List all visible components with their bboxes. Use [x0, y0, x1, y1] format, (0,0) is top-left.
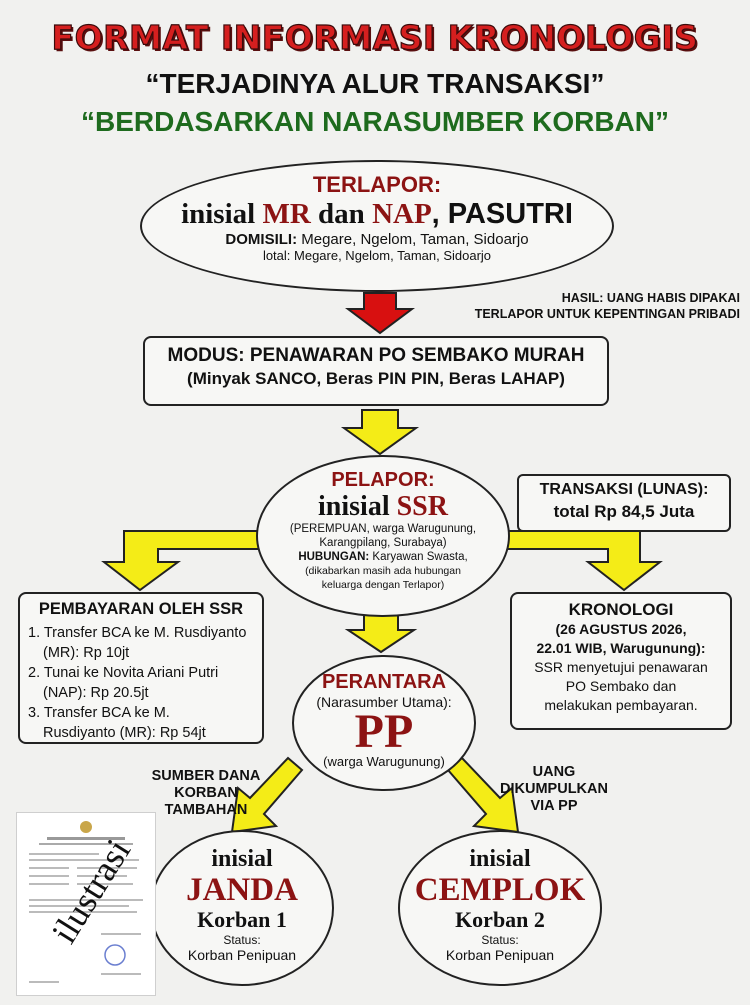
victim-2-label: Korban 2: [455, 907, 545, 932]
victim-2-status: Korban Penipuan: [445, 947, 555, 963]
illustration-document-thumbnail: [16, 812, 156, 996]
transaction-total-box: TRANSAKSI (LUNAS): total Rp 84,5 Juta: [517, 474, 731, 532]
terlapor-initials: inisial MR dan NAP, PASUTRI: [181, 198, 573, 230]
payment-item-1: 1. Transfer BCA ke M. Rusdiyanto (MR): R…: [28, 625, 247, 661]
transaction-label: TRANSAKSI (LUNAS):: [539, 481, 709, 498]
pelapor-heading: PELAPOR:: [331, 469, 435, 491]
payment-box: PEMBAYARAN OLEH SSR 1. Transfer BCA ke M…: [18, 592, 264, 744]
initial-nap: NAP: [372, 198, 432, 230]
yellow-down-arrow-modus: [340, 409, 420, 456]
additional-victim-funds-label: SUMBER DANA KORBAN TAMBAHAN: [151, 768, 261, 818]
perantara-sub: (Narasumber Utama):: [316, 694, 452, 710]
victim-2-name: CEMPLOK: [414, 872, 586, 908]
victim-1-status-label: Status:: [223, 933, 261, 947]
red-down-arrow: [345, 292, 415, 335]
perantara-warga: (warga Warugunung): [323, 754, 445, 769]
victim-2-inisial: inisial: [469, 846, 531, 872]
document-lines-graphic: [29, 821, 143, 983]
modus-items: (Minyak SANCO, Beras PIN PIN, Beras LAHA…: [187, 369, 565, 388]
chronology-text: SSR menyetujui penawaran PO Sembako dan …: [534, 659, 708, 713]
payment-item-3: 3. Transfer BCA ke M. Rusdiyanto (MR): R…: [28, 705, 206, 741]
pelapor-details: (PEREMPUAN, warga Warugunung, Karangpila…: [289, 523, 477, 591]
page-subtitle-source: “BERDASARKAN NARASUMBER KORBAN”: [81, 106, 669, 137]
victim-2-node: inisial CEMPLOK Korban 2 Status: Korban …: [398, 830, 602, 986]
victim-1-inisial: inisial: [211, 846, 273, 872]
chronology-date: (26 AGUSTUS 2026, 22.01 WIB, Warugunung)…: [536, 621, 706, 656]
initial-pp: PP: [354, 705, 414, 758]
victim-1-node: inisial JANDA Korban 1 Status: Korban Pe…: [150, 830, 334, 986]
page-subtitle-transaction-flow: “TERJADINYA ALUR TRANSAKSI”: [145, 68, 605, 99]
victim-1-status: Korban Penipuan: [187, 947, 297, 963]
transaction-total: total Rp 84,5 Juta: [553, 502, 695, 521]
yellow-elbow-arrow-left: [101, 530, 267, 592]
page-title: FORMAT INFORMASI KRONOLOGIS: [51, 17, 699, 57]
initial-mr: MR: [262, 198, 311, 230]
pelapor-node: PELAPOR: inisial SSR (PEREMPUAN, warga W…: [256, 455, 510, 617]
chronology-heading: KRONOLOGI: [568, 600, 674, 619]
victim-1-label: Korban 1: [197, 907, 287, 932]
modus-title: MODUS: PENAWARAN PO SEMBAKO MURAH: [167, 345, 585, 366]
payment-heading: PEMBAYARAN OLEH SSR: [38, 600, 244, 618]
perantara-node: PERANTARA (Narasumber Utama): PP (warga …: [292, 655, 476, 791]
payment-item-2: 2. Tunai ke Novita Ariani Putri (NAP): R…: [28, 665, 219, 701]
terlapor-domisili: DOMISILI: Megare, Ngelom, Taman, Sidoarj…: [225, 231, 529, 248]
victim-2-status-label: Status:: [481, 933, 519, 947]
perantara-heading: PERANTARA: [321, 671, 447, 693]
yellow-diagonal-arrow-right: [446, 756, 520, 834]
yellow-down-arrow-pelapor: [344, 614, 418, 654]
yellow-elbow-arrow-right: [505, 530, 663, 592]
terlapor-ktp-address: lotal: Megare, Ngelom, Taman, Sidoarjo: [262, 248, 492, 263]
victim-1-name: JANDA: [186, 872, 298, 908]
collected-via-pp-label: UANG DIKUMPULKAN VIA PP: [500, 764, 608, 814]
result-note: HASIL: UANG HABIS DIPAKAI TERLAPOR UNTUK…: [474, 291, 740, 321]
terlapor-node: TERLAPOR: inisial MR dan NAP, PASUTRI DO…: [140, 160, 614, 292]
terlapor-heading: TERLAPOR:: [312, 172, 442, 197]
modus-box: MODUS: PENAWARAN PO SEMBAKO MURAH (Minya…: [143, 336, 609, 406]
pelapor-initial: inisial SSR: [318, 491, 448, 522]
initial-ssr: SSR: [396, 491, 448, 522]
yellow-diagonal-arrow-left: [230, 756, 304, 834]
payment-list: 1. Transfer BCA ke M. Rusdiyanto (MR): R…: [28, 623, 262, 743]
chronology-box: KRONOLOGI (26 AGUSTUS 2026, 22.01 WIB, W…: [510, 592, 732, 730]
